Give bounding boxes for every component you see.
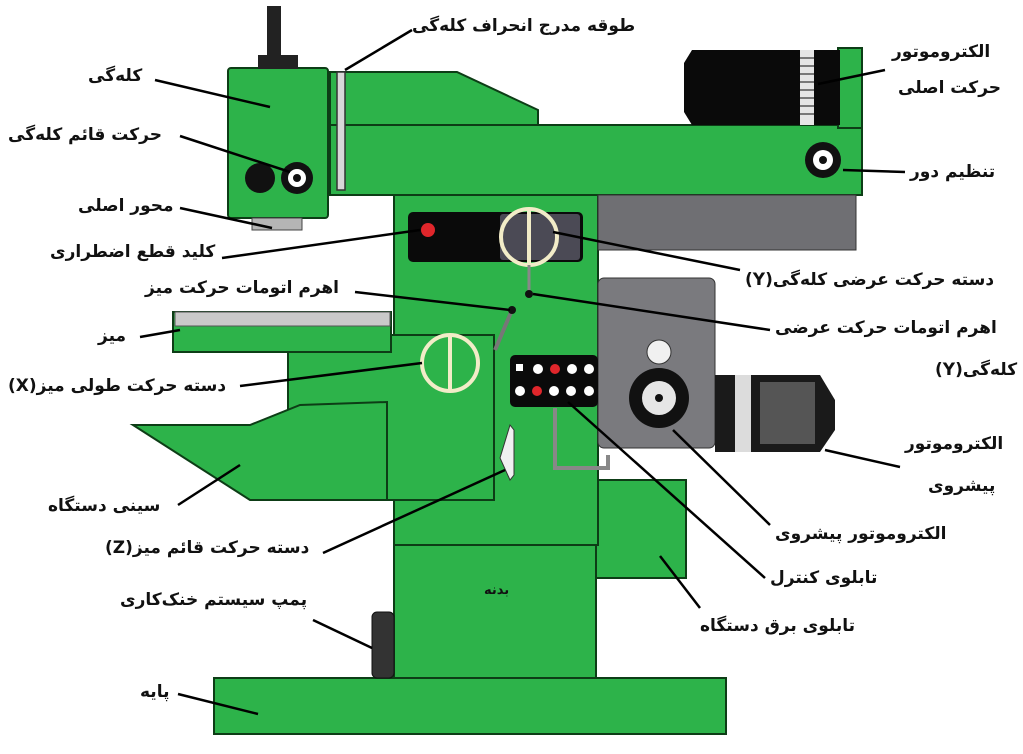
label-table-auto-lever: اهرم اتومات حرکت میز: [145, 278, 340, 298]
cross-handle-plate: [500, 214, 580, 260]
label-head-cross-auto-line1: اهرم اتومات حرکت عرضی: [775, 318, 997, 338]
label-speed-adjust: تنظیم دور: [910, 162, 996, 182]
saddle-part: [129, 400, 388, 501]
leader-lines: [139, 28, 906, 716]
label-emergency-stop: کلید قطع اضطراری: [50, 242, 216, 262]
label-head-cross-auto-line2: کله‌گی(Y): [935, 360, 1018, 380]
label-head-tilt-ring: طوقه مدرج انحراف کله‌گی: [412, 16, 636, 36]
feed-motor-knob-center: [655, 394, 663, 402]
head-part: [227, 67, 329, 219]
label-table-vertical-handle: دسته حرکت قائم میز(Z): [105, 538, 310, 558]
label-feed-motor-line1: الکتروموتور: [905, 434, 1004, 454]
column-body-part: [393, 544, 597, 679]
label-table-longitudinal-handle: دسته حرکت طولی میز(X): [8, 376, 227, 396]
label-column-body: بدنه: [484, 583, 510, 598]
label-electrical-panel: تابلوی برق دستگاه: [700, 616, 856, 636]
label-feed-motor-line2: پیشروی: [928, 476, 996, 496]
tilt-ring: [336, 71, 346, 191]
label-main-motor-line1: الکتروموتور: [892, 42, 991, 62]
base-part: [213, 677, 727, 735]
head-collar: [258, 55, 298, 69]
control-panel-buttons: [515, 364, 594, 396]
label-coolant-pump: پمپ سیستم خنک‌کاری: [120, 590, 308, 610]
ram-slab: [597, 194, 857, 251]
label-base: پایه: [140, 682, 170, 702]
label-control-panel: تابلوی کنترل: [770, 568, 878, 588]
overarm-part: [329, 124, 863, 196]
label-main-motor-line2: حرکت اصلی: [898, 78, 1002, 98]
emergency-stop-button: [421, 223, 435, 237]
label-feed-motor-knob: الکتروموتور پیشروی: [775, 524, 947, 544]
label-head-vertical-move: حرکت قائم کله‌گی: [8, 125, 162, 145]
electrical-panel-part: [595, 479, 687, 579]
label-head: کله‌گی: [88, 66, 143, 86]
overarm-top-part: [329, 71, 539, 126]
label-head-cross-handle: دسته حرکت عرضی کله‌گی(Y): [745, 270, 995, 290]
main-motor-cap: [837, 47, 863, 129]
head-stub: [267, 6, 281, 58]
control-panel-part: [510, 355, 598, 407]
table-auto-lever: [493, 309, 514, 351]
label-table: میز: [98, 326, 127, 346]
coolant-pump-part: [371, 611, 395, 679]
direction-indicator-icon: [646, 339, 672, 365]
table-t-slots: [174, 311, 391, 327]
cross-auto-lever-tip: [525, 290, 533, 298]
table-z-handle: [499, 423, 515, 481]
main-spindle-part: [251, 217, 303, 231]
main-motor-fin-lines: [800, 57, 814, 115]
table-auto-lever-tip: [508, 306, 516, 314]
head-knob-left: [245, 163, 275, 193]
label-main-spindle: محور اصلی: [78, 196, 174, 216]
control-panel-bracket: [553, 408, 610, 470]
feed-motor-body: [760, 382, 815, 444]
speed-adjust-center: [819, 156, 827, 164]
head-vertical-knob-center: [293, 174, 301, 182]
main-motor: [684, 50, 840, 125]
label-machine-saddle: سینی دستگاه: [48, 496, 161, 516]
feed-motor-fins: [735, 375, 751, 452]
